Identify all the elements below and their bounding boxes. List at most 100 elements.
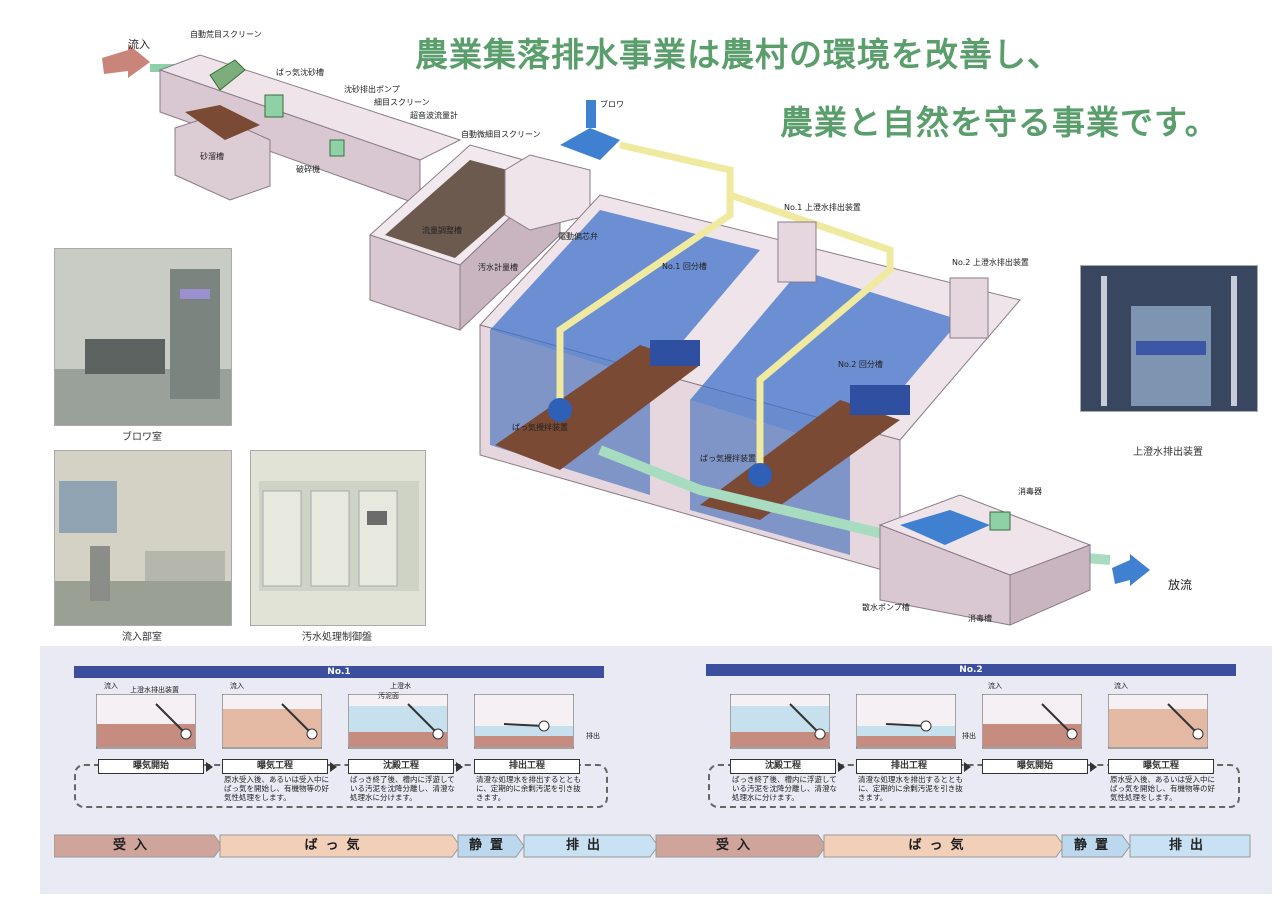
no1-step-4: 排出工程: [474, 759, 580, 774]
spray-pump-water: [900, 510, 990, 545]
no2-steps-frame: [708, 764, 1240, 808]
no1-desc-4: 清澄な処理水を排出するとともに、定期的に余剰汚泥を引き抜きます。: [476, 775, 581, 802]
no2-step-2: 排出工程: [856, 759, 962, 774]
no1-tank-3: [348, 694, 448, 750]
no2-tank-3: [982, 694, 1082, 750]
label-spray-pump: 散水ポンプ槽: [862, 603, 910, 612]
air-pipe-2: [728, 191, 894, 470]
no1-sludge: [495, 345, 700, 470]
page-title-line1: 農業集落排水事業は農村の環境を改善し、: [415, 35, 1061, 74]
phase-6: ばっ気: [908, 838, 972, 853]
no1-header: No.1: [74, 666, 604, 678]
crusher: [329, 139, 345, 157]
photo-decanter: [1080, 265, 1258, 412]
label-no1-batch: No.1 回分槽: [662, 262, 707, 271]
label-grit-pump: 沈砂排出ポンプ: [344, 85, 400, 94]
phase-7: 静置: [1073, 838, 1116, 853]
page-title-line2: 農業と自然を守る事業です。: [780, 103, 1219, 142]
no2-tank-2: [856, 694, 956, 750]
label-aerator1: ばっ気攪拌装置: [512, 423, 568, 432]
air-pipe-1: [556, 141, 734, 420]
no2-step-1: 沈殿工程: [730, 759, 836, 774]
photo-blower-room: [54, 248, 232, 426]
no1-tank-1: [96, 694, 196, 750]
photo-control-panel: [250, 450, 426, 626]
label-auto-coarse-screen: 自動荒目スクリーン: [190, 30, 262, 39]
caption-inflow-room: 流入部室: [122, 632, 162, 643]
no1-desc-3: ばっき終了後、槽内に浮遊している汚泥を沈降分離し、清澄な処理水に分けます。: [350, 775, 455, 802]
no2-decanter-box: [949, 277, 989, 339]
inflow-arrow: [102, 44, 150, 78]
label-flow-adjust: 流量調整槽: [422, 226, 462, 235]
label-fine-screen: 細目スクリーン: [374, 98, 430, 107]
no1-t2-inflow: 流入: [230, 682, 244, 690]
label-disinfect-tank: 消毒槽: [968, 614, 992, 623]
no1-decanter: [650, 340, 700, 366]
label-disinfector: 消毒器: [1018, 487, 1042, 496]
label-crusher: 破砕機: [296, 165, 320, 174]
caption-blower-room: ブロワ室: [122, 432, 162, 443]
label-motor-valve: 電動偏芯弁: [558, 232, 598, 241]
no2-header: No.2: [706, 664, 1236, 676]
phase-bar: [54, 834, 1251, 858]
no1-step-arrow-2: [330, 762, 337, 772]
no1-step-3: 沈殿工程: [348, 759, 454, 774]
no1-desc-2: 原水受入後、あるいは受入中にばっ気を開始し、有機物等の好気性処理をします。: [224, 775, 329, 802]
treatment-plant-diagram: [102, 44, 1150, 626]
no2-t3-inflow: 流入: [988, 682, 1002, 690]
no2-desc-1: ばっき終了後、槽内に浮遊している汚泥を沈降分離し、清澄な処理水に分けます。: [732, 775, 837, 802]
label-no2-batch: No.2 回分槽: [838, 360, 883, 369]
no2-desc-2: 清澄な処理水を排出するとともに、定期的に余剰汚泥を引き抜きます。: [858, 775, 963, 802]
label-aerator2: ばっ気攪拌装置: [700, 454, 756, 463]
no2-sludge: [700, 400, 900, 520]
no1-t4-outflow: 排出: [586, 732, 600, 740]
no2-aerator: [748, 463, 772, 487]
fine-screen-box: [504, 154, 591, 231]
phase-5: 受入: [715, 838, 758, 853]
no2-step-3: 曝気開始: [982, 759, 1088, 774]
label-auto-fine-screen: 自動微細目スクリーン: [461, 130, 541, 139]
phase-4: 排出: [565, 838, 608, 853]
label-wastewater-meter: 汚水計量槽: [478, 263, 518, 272]
label-inflow: 流入: [128, 38, 150, 51]
no1-t1-inflow: 流入: [104, 682, 118, 690]
phase-3: 静置: [468, 838, 511, 853]
label-grit-tank: 砂溜槽: [200, 152, 224, 161]
no2-tank-1: [730, 694, 830, 750]
phase-8: 排出: [1168, 838, 1211, 853]
grit-sludge: [185, 105, 260, 140]
no1-aerator: [548, 398, 572, 422]
phase-1: 受入: [112, 838, 155, 853]
label-aerated-grit: ばっ気沈砂槽: [276, 68, 324, 77]
no1-t1-device: 上澄水排出装置: [130, 686, 179, 694]
photo-inflow-room: [54, 450, 232, 626]
no2-t4-inflow: 流入: [1114, 682, 1128, 690]
label-no1-decanter: No.1 上澄水排出装置: [784, 203, 861, 212]
no1-decanter-box: [777, 221, 817, 283]
label-no2-decanter: No.2 上澄水排出装置: [952, 258, 1029, 267]
blower-stack: [586, 100, 596, 128]
no1-tank-4: [474, 694, 574, 750]
caption-decanter: 上澄水排出装置: [1133, 447, 1203, 458]
no2-step-arrow-2: [964, 762, 971, 772]
blower: [560, 128, 620, 160]
no1-tank-2: [222, 694, 322, 750]
no1-step-1: 曝気開始: [98, 759, 204, 774]
no2-decanter: [850, 385, 910, 415]
grit-pump: [264, 94, 284, 118]
caption-control-panel: 汚水処理制御盤: [302, 632, 372, 643]
no1-step-2: 曝気工程: [222, 759, 328, 774]
disinfector: [989, 511, 1011, 531]
no2-step-arrow-3: [1090, 762, 1097, 772]
no2-desc-4: 原水受入後、あるいは受入中にばっ気を開始し、有機物等の好気性処理をします。: [1110, 775, 1215, 802]
no1-steps-frame: [74, 764, 608, 808]
discharge-arrow: [1112, 554, 1150, 586]
no1-step-arrow-1: [206, 762, 213, 772]
no1-step-arrow-3: [456, 762, 463, 772]
no1-t3-sludge-surface: 汚泥面: [378, 692, 399, 700]
phase-2: ばっ気: [304, 838, 368, 853]
no2-t2-outflow: 排出: [962, 732, 976, 740]
label-blower: ブロワ: [600, 100, 624, 109]
coarse-screen: [209, 59, 246, 91]
label-ultrasonic-meter: 超音波流量計: [410, 111, 458, 120]
